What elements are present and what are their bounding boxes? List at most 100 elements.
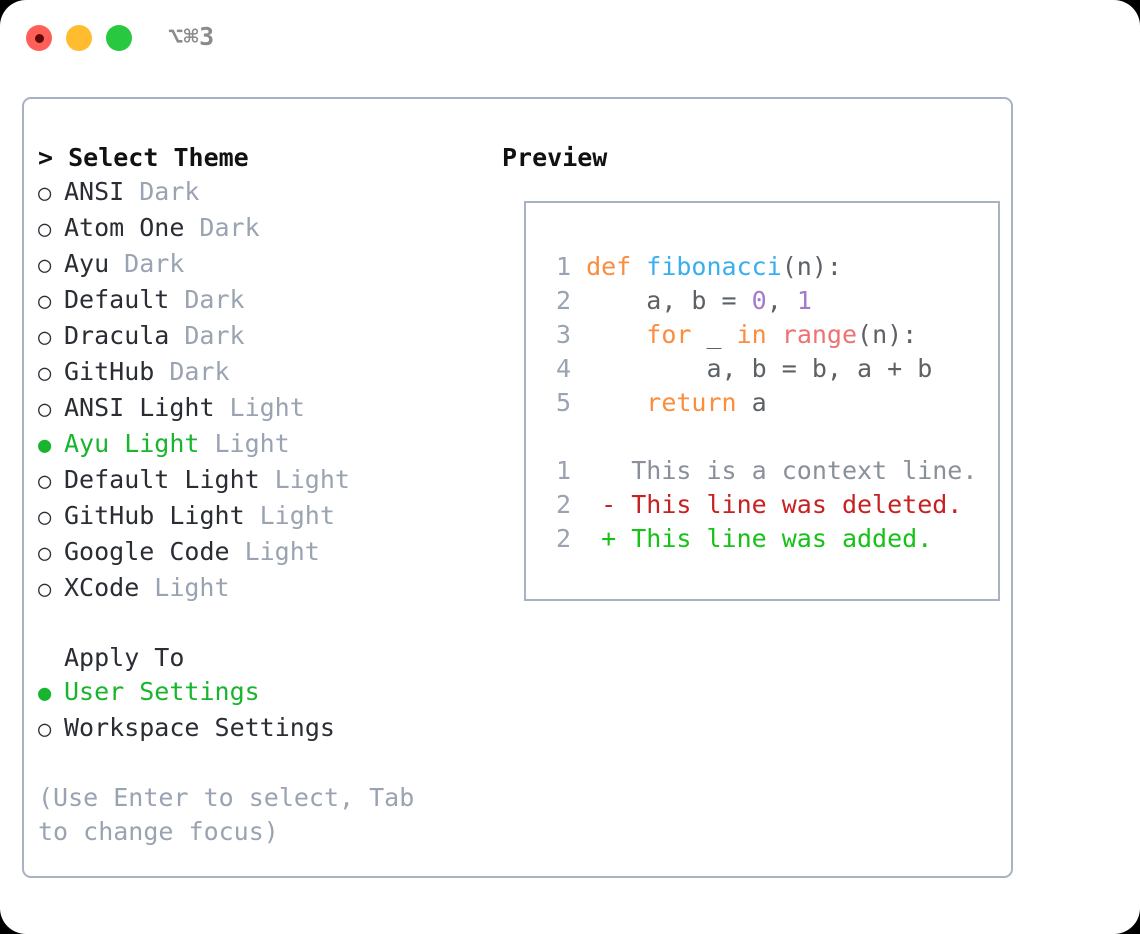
maximize-light-icon[interactable] bbox=[106, 25, 132, 51]
theme-variant-tag: Dark bbox=[124, 249, 185, 278]
apply-to-option-label: User Settings bbox=[64, 677, 260, 706]
apply-to-marker-spacer bbox=[38, 641, 64, 675]
theme-variant-tag: Light bbox=[154, 573, 230, 602]
theme-option-ayu[interactable]: ○ Ayu Dark bbox=[38, 247, 488, 283]
code-line: 2 a, b = 0, 1 bbox=[541, 284, 977, 318]
radio-selected-icon: ● bbox=[38, 433, 52, 458]
theme-option-ansi[interactable]: ○ ANSI Dark bbox=[38, 175, 488, 211]
radio-unselected-icon: ○ bbox=[38, 361, 52, 386]
code-token-txt bbox=[586, 388, 646, 417]
diff-sign bbox=[601, 456, 616, 485]
theme-option-name: GitHub Light bbox=[64, 501, 245, 530]
line-number: 4 bbox=[555, 354, 571, 383]
minimize-light-icon[interactable] bbox=[66, 25, 92, 51]
diff-line-text: - This line was deleted. bbox=[571, 490, 962, 519]
keyboard-hint-text: (Use Enter to select, Tab to change focu… bbox=[38, 783, 415, 846]
line-number: 2 bbox=[555, 286, 571, 315]
radio-unselected-icon: ○ bbox=[38, 181, 52, 206]
code-diff-separator bbox=[541, 420, 977, 454]
code-token-kw: def bbox=[586, 252, 647, 281]
radio-unselected-icon: ○ bbox=[38, 289, 52, 314]
code-token-txt: a bbox=[736, 388, 767, 417]
code-token-punct: (n): bbox=[781, 252, 842, 281]
code-token-num: 0 bbox=[751, 286, 767, 315]
radio-selected-icon: ● bbox=[38, 681, 52, 706]
radio-unselected-icon: ○ bbox=[38, 253, 52, 278]
diff-text: This line was deleted. bbox=[631, 490, 963, 519]
theme-option-ansi-light[interactable]: ○ ANSI Light Light bbox=[38, 391, 488, 427]
code-line: 4 a, b = b, a + b bbox=[541, 352, 977, 386]
code-token-txt bbox=[586, 320, 646, 349]
code-token-txt: a, b = b, a + b bbox=[586, 354, 933, 383]
apply-to-option-label: Workspace Settings bbox=[64, 713, 335, 742]
diff-text: This line was added. bbox=[631, 524, 933, 553]
theme-variant-tag: Dark bbox=[169, 357, 230, 386]
radio-unselected-icon: ○ bbox=[38, 397, 52, 422]
theme-option-name: Default bbox=[64, 285, 170, 314]
line-number: 3 bbox=[555, 320, 571, 349]
radio-unselected-icon: ○ bbox=[38, 469, 52, 494]
theme-variant-tag: Dark bbox=[184, 285, 245, 314]
theme-option-name: Atom One bbox=[64, 213, 185, 242]
code-token-txt: a, b = bbox=[586, 286, 752, 315]
code-token-txt bbox=[767, 320, 782, 349]
line-number: 2 bbox=[555, 524, 571, 553]
code-token-kw: return bbox=[646, 388, 737, 417]
code-token-kw: in bbox=[736, 320, 767, 349]
diff-sign: + bbox=[601, 524, 617, 553]
code-token-txt: _ bbox=[691, 320, 737, 349]
theme-variant-tag: Light bbox=[259, 501, 335, 530]
theme-option-name: Ayu bbox=[64, 249, 110, 278]
theme-variant-tag: Dark bbox=[139, 177, 200, 206]
diff-sign: - bbox=[601, 490, 617, 519]
radio-unselected-icon: ○ bbox=[38, 505, 52, 530]
keyboard-shortcut-label: ⌥⌘3 bbox=[168, 22, 215, 51]
radio-unselected-icon: ○ bbox=[38, 217, 52, 242]
line-number: 2 bbox=[555, 490, 571, 519]
line-number: 5 bbox=[555, 388, 571, 417]
apply-to-label: Apply To bbox=[64, 643, 185, 672]
theme-option-name: ANSI bbox=[64, 177, 125, 206]
close-light-icon[interactable] bbox=[26, 25, 52, 51]
theme-option-github-light[interactable]: ○ GitHub Light Light bbox=[38, 499, 488, 535]
code-line: 1 def fibonacci(n): bbox=[541, 250, 977, 284]
diff-text: This is a context line. bbox=[631, 456, 978, 485]
theme-variant-tag: Dark bbox=[199, 213, 260, 242]
theme-option-name: XCode bbox=[64, 573, 140, 602]
theme-option-default[interactable]: ○ Default Dark bbox=[38, 283, 488, 319]
traffic-lights bbox=[26, 25, 132, 51]
section-spacer bbox=[38, 607, 488, 641]
hint-spacer bbox=[38, 747, 488, 781]
apply-to-option-workspace-settings[interactable]: ○Workspace Settings bbox=[38, 711, 488, 747]
diff-line-text: This is a context line. bbox=[571, 456, 977, 485]
theme-variant-tag: Light bbox=[229, 393, 305, 422]
diff-line-text: + This line was added. bbox=[571, 524, 932, 553]
code-line: 3 for _ in range(n): bbox=[541, 318, 977, 352]
apply-to-option-list[interactable]: ● User Settings ○Workspace Settings bbox=[38, 675, 488, 747]
theme-option-name: GitHub bbox=[64, 357, 155, 386]
code-token-call: range bbox=[781, 320, 858, 349]
code-token-kw: for bbox=[646, 320, 692, 349]
diff-line-del: 2 - This line was deleted. bbox=[541, 488, 977, 522]
theme-option-name: ANSI Light bbox=[64, 393, 215, 422]
theme-option-github[interactable]: ○ GitHub Dark bbox=[38, 355, 488, 391]
theme-option-atom-one[interactable]: ○ Atom One Dark bbox=[38, 211, 488, 247]
diff-line-add: 2 + This line was added. bbox=[541, 522, 977, 556]
apply-to-heading: Apply To bbox=[38, 641, 488, 675]
theme-option-name: Default Light bbox=[64, 465, 260, 494]
line-number: 1 bbox=[555, 252, 571, 281]
theme-option-name: Ayu Light bbox=[64, 429, 200, 458]
code-line: 5 return a bbox=[541, 386, 977, 420]
preview-column: Preview 1 def fibonacci(n):2 a, b = 0, 1… bbox=[502, 141, 1002, 601]
select-theme-heading: > Select Theme bbox=[38, 143, 249, 172]
apply-to-option-user-settings[interactable]: ● User Settings bbox=[38, 675, 488, 711]
diff-line-ctx: 1 This is a context line. bbox=[541, 454, 977, 488]
